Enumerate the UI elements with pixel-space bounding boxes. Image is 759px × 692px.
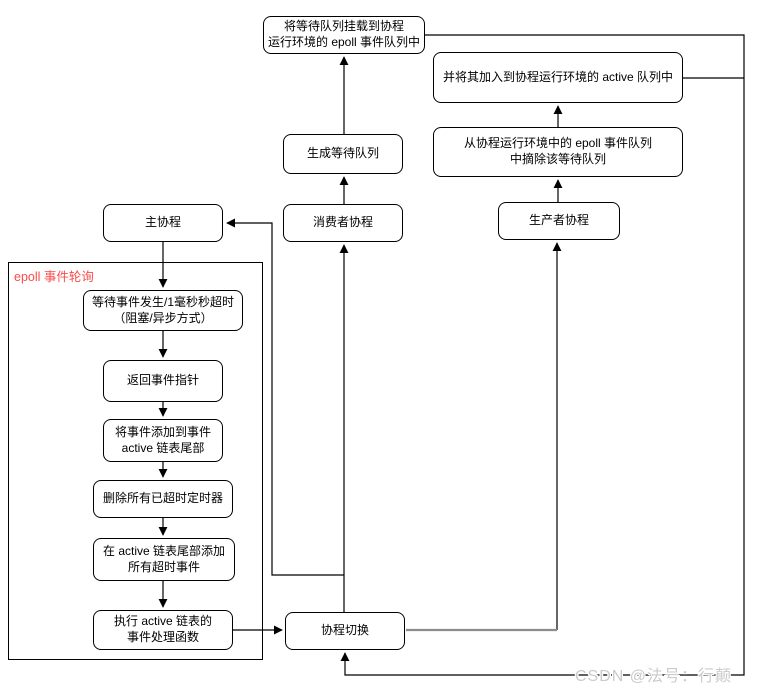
- csdn-watermark: CSDN @法号：行颠: [575, 668, 733, 685]
- node-label: 将等待队列挂载到协程 运行环境的 epoll 事件队列中: [267, 19, 421, 49]
- node-label: 生产者协程: [528, 213, 589, 228]
- edge-lines: [158, 34, 745, 676]
- node-main-coroutine: 主协程: [103, 204, 223, 242]
- node-label: 主协程: [144, 215, 181, 230]
- node-label: 在 active 链表尾部添加 所有超时事件: [102, 543, 226, 574]
- node-coroutine-switch: 协程切换: [285, 612, 405, 650]
- node-add-timeout-events: 在 active 链表尾部添加 所有超时事件: [93, 538, 235, 581]
- node-label: 将事件添加到事件 active 链表尾部: [114, 424, 211, 455]
- node-label: 生成等待队列: [306, 146, 379, 161]
- node-detach-wait-queue: 从协程运行环境中的 epoll 事件队列 中摘除该等待队列: [433, 127, 683, 177]
- node-add-to-active-queue: 并将其加入到协程运行环境的 active 队列中: [433, 52, 683, 103]
- epoll-region-label: epoll 事件轮询: [14, 270, 94, 284]
- node-label: 等待事件发生/1毫秒秒超时 （阻塞/异步方式）: [91, 294, 234, 325]
- node-return-event-pointer: 返回事件指针: [103, 360, 223, 402]
- node-generate-wait-queue: 生成等待队列: [283, 134, 403, 174]
- node-label: 返回事件指针: [126, 373, 199, 388]
- node-label: 执行 active 链表的 事件处理函数: [113, 614, 213, 644]
- edge-switch-to-main: [226, 218, 344, 576]
- node-wait-for-event: 等待事件发生/1毫秒秒超时 （阻塞/异步方式）: [83, 290, 243, 331]
- node-label: 协程切换: [320, 623, 369, 638]
- node-append-event-to-active-list: 将事件添加到事件 active 链表尾部: [103, 419, 223, 462]
- node-label: 从协程运行环境中的 epoll 事件队列 中摘除该等待队列: [463, 136, 653, 166]
- node-mount-wait-queue: 将等待队列挂载到协程 运行环境的 epoll 事件队列中: [263, 16, 425, 54]
- node-label: 删除所有已超时定时器: [102, 491, 223, 506]
- node-consumer-coroutine: 消费者协程: [283, 204, 403, 242]
- edge-mount-loop-to-switch: [340, 34, 745, 676]
- node-delete-expired-timers: 删除所有已超时定时器: [93, 480, 233, 518]
- node-producer-coroutine: 生产者协程: [498, 202, 620, 240]
- node-execute-active-list-handlers: 执行 active 链表的 事件处理函数: [93, 610, 233, 650]
- node-label: 并将其加入到协程运行环境的 active 队列中: [442, 69, 674, 84]
- node-label: 消费者协程: [312, 215, 373, 230]
